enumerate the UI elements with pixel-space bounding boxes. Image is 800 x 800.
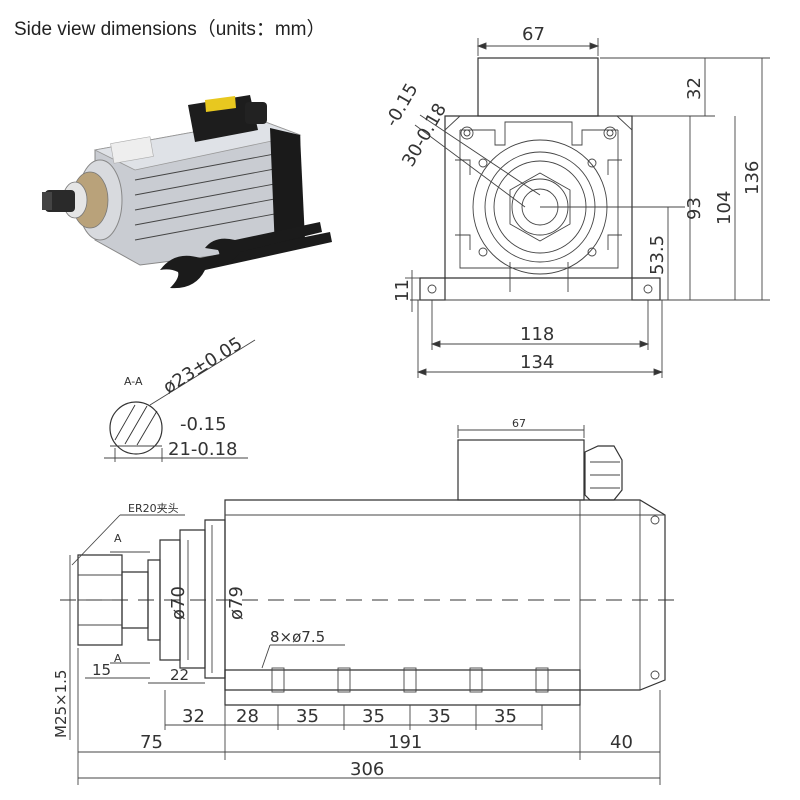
dim-shaft-height: 53.5: [647, 235, 668, 275]
junction-box-end: [477, 57, 599, 117]
section-diameter: ø23±0.05: [160, 333, 247, 398]
dim-75: 75: [140, 732, 163, 753]
dim-22: 22: [170, 666, 189, 684]
dim-15: 15: [92, 661, 111, 679]
dim-center-height: 93: [684, 197, 705, 220]
dim-191: 191: [388, 732, 422, 753]
dim-40: 40: [610, 732, 633, 753]
end-view: 67 32 93 104 136 53.5: [381, 24, 770, 378]
dim-body-height: 104: [714, 191, 735, 225]
dim-35-4: 35: [494, 706, 517, 727]
dim-d79: ø79: [226, 586, 247, 620]
dim-holes: 8×ø7.5: [270, 628, 325, 646]
section-mark-top: A: [114, 532, 122, 545]
page-title: Side view dimensions（units：mm）: [14, 19, 326, 40]
dim-hole-spacing: 118: [520, 324, 554, 345]
section-mark-bottom: A: [114, 652, 122, 665]
collet-label: ER20夹头: [128, 502, 179, 515]
dim-28: 28: [236, 706, 259, 727]
dim-base-width: 134: [520, 352, 554, 373]
dim-thread: M25×1.5: [52, 670, 70, 738]
dim-35-1: 35: [296, 706, 319, 727]
end-tol-upper: -0.15: [381, 80, 422, 131]
section-view: A-A ø23±0.05 -0.15 21-0.18: [104, 333, 256, 462]
section-label: A-A: [124, 375, 143, 388]
dim-d70: ø70: [168, 586, 189, 620]
dim-top-width: 67: [522, 24, 545, 45]
section-flat: 21-0.18: [168, 439, 237, 460]
side-junction-width: 67: [512, 417, 526, 430]
dim-35-2: 35: [362, 706, 385, 727]
dim-foot-thickness: 11: [392, 279, 413, 302]
dim-35-3: 35: [428, 706, 451, 727]
section-tol-upper: -0.15: [180, 414, 227, 435]
dim-top-height: 32: [684, 77, 705, 100]
side-view: 67: [52, 417, 680, 785]
junction-box-side: [457, 439, 585, 501]
spindle-photo: [42, 95, 332, 289]
dim-32: 32: [182, 706, 205, 727]
dim-overall-height: 136: [742, 161, 763, 195]
dim-306: 306: [350, 759, 384, 780]
body-side: [224, 499, 666, 691]
